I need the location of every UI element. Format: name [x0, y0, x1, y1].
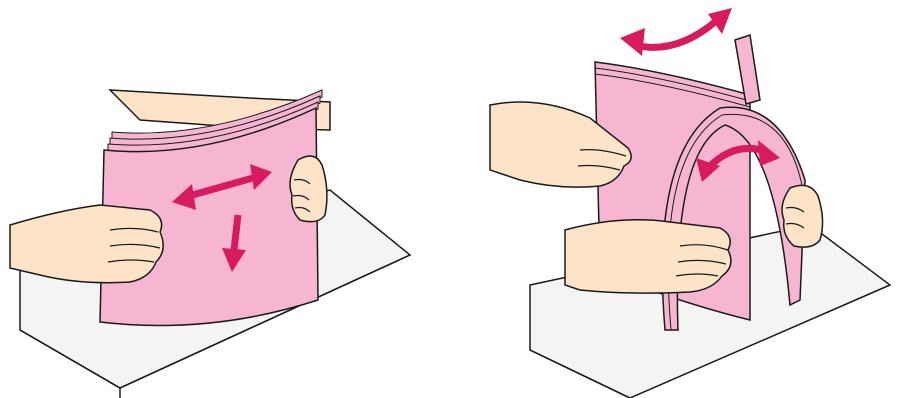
left-hand: [10, 205, 163, 283]
step-fan-stack: [450, 0, 900, 398]
lower-left-hand: [565, 220, 731, 293]
right-hand: [782, 185, 823, 247]
right-hand: [290, 156, 327, 222]
double-arrow-curved-top-icon: [620, 8, 732, 56]
step-flex-stack: [0, 0, 450, 398]
flex-stack-drawing: [0, 0, 450, 398]
fan-stack-drawing: [450, 0, 900, 398]
